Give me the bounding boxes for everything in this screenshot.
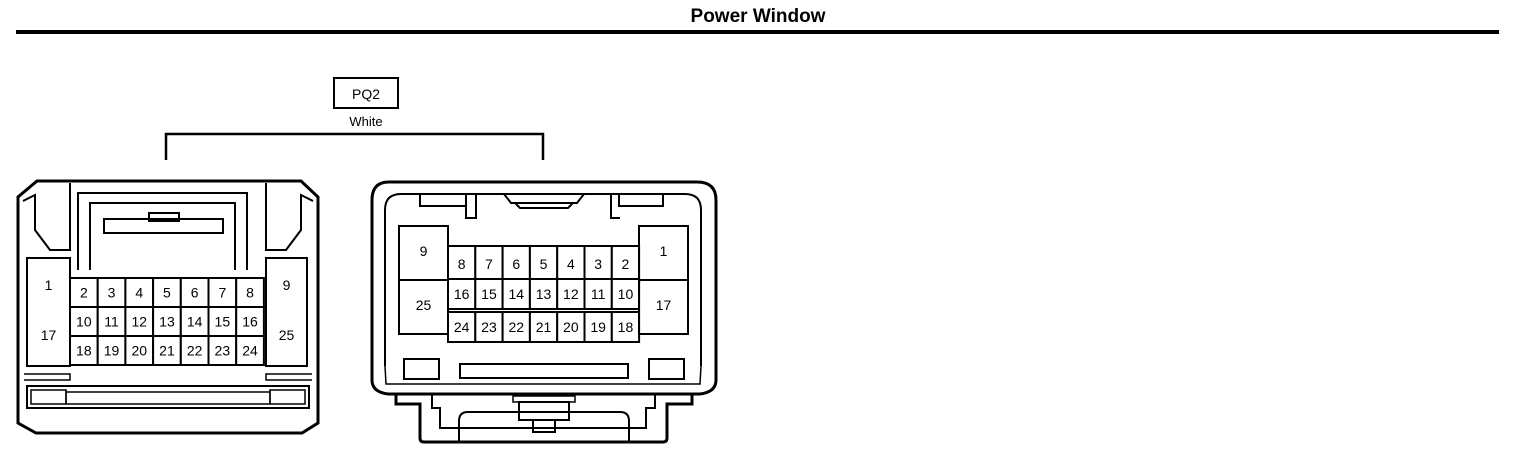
pin-left-12: 12 bbox=[131, 314, 147, 330]
connector-code: PQ2 bbox=[352, 86, 380, 102]
pin-left-15: 15 bbox=[215, 314, 231, 330]
page-title: Power Window bbox=[690, 6, 826, 27]
pin-left-22: 22 bbox=[187, 343, 203, 359]
pin-left-16-cell bbox=[235, 306, 265, 337]
pin-left-14: 14 bbox=[187, 314, 203, 330]
pin-left-23: 23 bbox=[215, 343, 231, 359]
pin-grid-right: 8 7 6 5 4 3 2 16 15 14 13 12 11 10 24 23 22 21 20 19 18 9 25 1 1… bbox=[398, 225, 689, 343]
pin-right-8: 8 bbox=[458, 256, 466, 272]
connector-color: White bbox=[349, 114, 382, 129]
pin-left-4-cell bbox=[124, 277, 155, 308]
pin-right-6-cell bbox=[501, 245, 531, 283]
pin-right-21: 21 bbox=[536, 319, 552, 335]
pin-right-25-cell bbox=[398, 279, 449, 335]
connector-code-box bbox=[333, 77, 399, 109]
pin-right-22-cell bbox=[501, 311, 531, 343]
pin-left-3: 3 bbox=[108, 285, 116, 301]
pin-right-6: 6 bbox=[512, 256, 520, 272]
pin-left-10: 10 bbox=[76, 314, 92, 330]
connector-housing-right bbox=[370, 180, 718, 444]
pin-right-17: 17 bbox=[656, 297, 672, 313]
pin-left-4: 4 bbox=[135, 285, 143, 301]
pin-left-5: 5 bbox=[163, 285, 171, 301]
pin-left-9: 9 bbox=[283, 277, 291, 293]
pin-left-23-cell bbox=[207, 335, 238, 366]
pin-left-2: 2 bbox=[80, 285, 88, 301]
pin-right-4: 4 bbox=[567, 256, 575, 272]
pin-left-17: 17 bbox=[41, 327, 57, 343]
pin-left-19: 19 bbox=[104, 343, 120, 359]
pin-left-22-cell bbox=[179, 335, 210, 366]
pin-left-8: 8 bbox=[246, 285, 254, 301]
pin-right-18-cell bbox=[610, 311, 641, 343]
pin-right-5: 5 bbox=[540, 256, 548, 272]
connector-housing-left bbox=[16, 179, 320, 435]
pin-right-15: 15 bbox=[481, 286, 497, 302]
pin-right-23: 23 bbox=[481, 319, 497, 335]
pin-right-1: 1 bbox=[660, 243, 668, 259]
pin-left-24-cell bbox=[235, 335, 265, 366]
pin-right-20-cell bbox=[556, 311, 586, 343]
pin-left-21-cell bbox=[152, 335, 182, 366]
pin-left-24: 24 bbox=[242, 343, 258, 359]
pin-right-18: 18 bbox=[618, 319, 634, 335]
pin-right-7: 7 bbox=[485, 256, 493, 272]
pin-left-8-cell bbox=[235, 277, 265, 308]
pin-left-20: 20 bbox=[131, 343, 147, 359]
pin-right-11: 11 bbox=[591, 286, 606, 302]
pin-right-19: 19 bbox=[590, 319, 606, 335]
pin-left-6: 6 bbox=[191, 285, 199, 301]
pin-left-18-cell bbox=[69, 335, 99, 366]
pin-right-2: 2 bbox=[622, 256, 630, 272]
pin-right-22: 22 bbox=[508, 319, 524, 335]
pin-right-3: 3 bbox=[594, 256, 602, 272]
pin-left-11: 11 bbox=[104, 314, 119, 330]
pin-left-1: 1 bbox=[45, 277, 53, 293]
pin-right-12: 12 bbox=[563, 286, 579, 302]
pin-left-20-cell bbox=[124, 335, 155, 366]
pin-left-19-cell bbox=[96, 335, 127, 366]
pin-right-3-cell bbox=[583, 245, 613, 283]
pin-right-17-cell bbox=[638, 279, 689, 335]
pin-left-13: 13 bbox=[159, 314, 175, 330]
pin-left-18: 18 bbox=[76, 343, 92, 359]
pin-right-11-cell bbox=[583, 278, 613, 310]
pin-left-21: 21 bbox=[159, 343, 175, 359]
pin-right-25: 25 bbox=[416, 297, 432, 313]
pin-right-14: 14 bbox=[508, 286, 524, 302]
pin-right-19-cell bbox=[583, 311, 613, 343]
connector-bracket bbox=[164, 132, 545, 160]
pin-left-16: 16 bbox=[242, 314, 258, 330]
pin-right-10: 10 bbox=[618, 286, 634, 302]
pin-right-16: 16 bbox=[454, 286, 470, 302]
pin-left-7-cell bbox=[207, 277, 238, 308]
pin-right-24: 24 bbox=[454, 319, 470, 335]
pin-left-7: 7 bbox=[218, 285, 226, 301]
pin-right-13: 13 bbox=[536, 286, 552, 302]
pin-right-9: 9 bbox=[420, 243, 428, 259]
pin-left-15-cell bbox=[207, 306, 238, 337]
pin-right-23-cell bbox=[474, 311, 504, 343]
pin-left-25: 25 bbox=[279, 327, 295, 343]
pin-right-20: 20 bbox=[563, 319, 579, 335]
